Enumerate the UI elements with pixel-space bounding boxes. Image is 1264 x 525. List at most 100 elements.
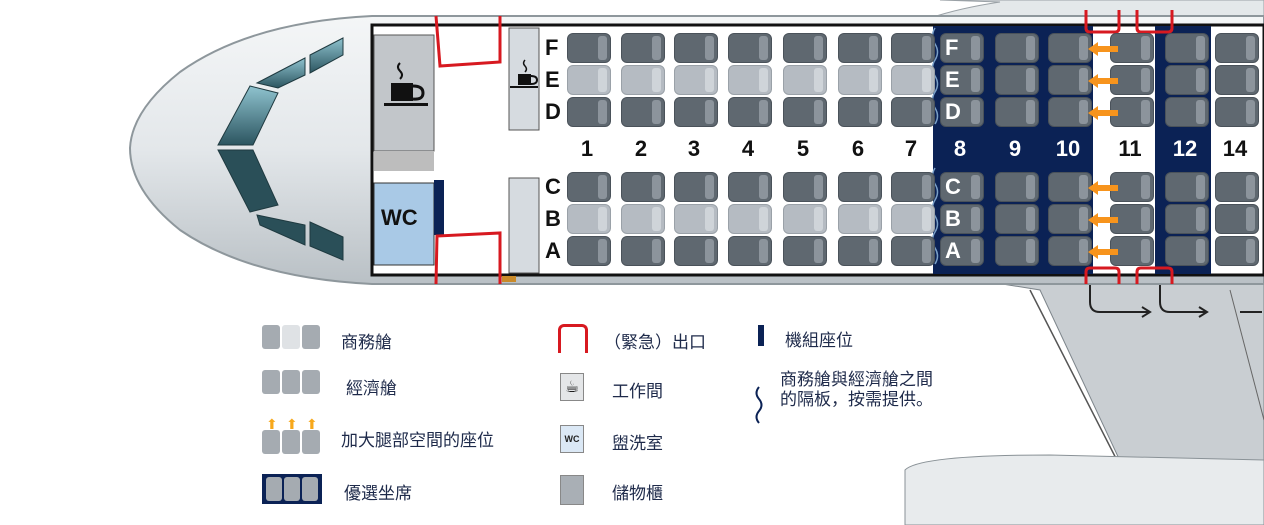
seat-7B[interactable] (891, 204, 935, 234)
row-label-1: 1 (580, 136, 594, 161)
seat-4E[interactable] (728, 65, 772, 95)
seat-10C[interactable] (1048, 172, 1092, 202)
seat-10E[interactable] (1048, 65, 1092, 95)
seat-2A[interactable] (621, 236, 665, 266)
seat-8C[interactable] (940, 172, 984, 202)
seat-letter-B-row8: B (945, 206, 961, 231)
extra-legroom-arrow-icon (1088, 41, 1118, 56)
seat-2C[interactable] (621, 172, 665, 202)
seat-4A[interactable] (728, 236, 772, 266)
seat-1C[interactable] (567, 172, 611, 202)
seat-11E[interactable] (1110, 65, 1154, 95)
seat-1D[interactable] (567, 97, 611, 127)
seat-2E[interactable] (621, 65, 665, 95)
seat-9C[interactable] (995, 172, 1039, 202)
seat-7D[interactable] (891, 97, 935, 127)
seat-10A[interactable] (1048, 236, 1092, 266)
seat-3F[interactable] (674, 33, 718, 63)
seat-12C[interactable] (1165, 172, 1209, 202)
seat-4C[interactable] (728, 172, 772, 202)
seat-letter-E-row8: E (945, 67, 960, 92)
seat-6E[interactable] (838, 65, 882, 95)
seat-6B[interactable] (838, 204, 882, 234)
seat-9F[interactable] (995, 33, 1039, 63)
seat-12F[interactable] (1165, 33, 1209, 63)
seat-letter-C: C (545, 174, 561, 199)
seat-5A[interactable] (783, 236, 827, 266)
extra-legroom-arrow-icon (1088, 73, 1118, 88)
seat-9E[interactable] (995, 65, 1039, 95)
seat-14F[interactable] (1215, 33, 1259, 63)
seat-14C[interactable] (1215, 172, 1259, 202)
extra-legroom-arrow-icon (1088, 212, 1118, 227)
seat-4B[interactable] (728, 204, 772, 234)
extra-legroom-arrow-icon (1088, 244, 1118, 259)
seat-letter-E: E (545, 67, 560, 92)
seat-3C[interactable] (674, 172, 718, 202)
seat-9A[interactable] (995, 236, 1039, 266)
seat-1E[interactable] (567, 65, 611, 95)
seat-2D[interactable] (621, 97, 665, 127)
seat-12A[interactable] (1165, 236, 1209, 266)
seat-letter-C-row8: C (945, 174, 961, 199)
legend-galley-icon: ☕ (560, 373, 584, 401)
seat-1F[interactable] (567, 33, 611, 63)
seat-5E[interactable] (783, 65, 827, 95)
seat-7E[interactable] (891, 65, 935, 95)
seat-5C[interactable] (783, 172, 827, 202)
legend-exit: （緊急）出口 (604, 333, 706, 353)
legend-crew-seat: 機組座位 (785, 331, 853, 351)
seat-6C[interactable] (838, 172, 882, 202)
seat-3D[interactable] (674, 97, 718, 127)
seat-9B[interactable] (995, 204, 1039, 234)
seat-8D[interactable] (940, 97, 984, 127)
seat-7C[interactable] (891, 172, 935, 202)
seat-6F[interactable] (838, 33, 882, 63)
extra-legroom-arrow-icon (1088, 180, 1118, 195)
seat-14D[interactable] (1215, 97, 1259, 127)
seat-4F[interactable] (728, 33, 772, 63)
seat-letter-A-row8: A (945, 238, 961, 263)
divider-icon (931, 27, 939, 125)
seat-1A[interactable] (567, 236, 611, 266)
seat-7F[interactable] (891, 33, 935, 63)
row-label-14: 14 (1222, 136, 1248, 161)
seat-6A[interactable] (838, 236, 882, 266)
seat-5D[interactable] (783, 97, 827, 127)
seat-9D[interactable] (995, 97, 1039, 127)
seat-12D[interactable] (1165, 97, 1209, 127)
legend-exit-icon (558, 324, 588, 353)
seat-12B[interactable] (1165, 204, 1209, 234)
seat-8B[interactable] (940, 204, 984, 234)
seat-14E[interactable] (1215, 65, 1259, 95)
seat-11D[interactable] (1110, 97, 1154, 127)
seat-8E[interactable] (940, 65, 984, 95)
seat-8F[interactable] (940, 33, 984, 63)
row-label-11: 11 (1118, 136, 1142, 161)
seat-14B[interactable] (1215, 204, 1259, 234)
legend-divider-line2: 的隔板，按需提供。 (780, 390, 933, 410)
row-label-12: 12 (1172, 136, 1198, 161)
seat-2F[interactable] (621, 33, 665, 63)
seat-6D[interactable] (838, 97, 882, 127)
seat-8A[interactable] (940, 236, 984, 266)
row-label-7: 7 (904, 136, 918, 161)
seat-5B[interactable] (783, 204, 827, 234)
row-label-8: 8 (953, 136, 967, 161)
seat-1B[interactable] (567, 204, 611, 234)
seat-7A[interactable] (891, 236, 935, 266)
legend-divider: 商務艙與經濟艙之間 的隔板，按需提供。 (780, 370, 933, 410)
seat-4D[interactable] (728, 97, 772, 127)
seat-5F[interactable] (783, 33, 827, 63)
seat-3E[interactable] (674, 65, 718, 95)
seat-14A[interactable] (1215, 236, 1259, 266)
seat-3B[interactable] (674, 204, 718, 234)
seat-letter-B: B (545, 206, 561, 231)
seat-10B[interactable] (1048, 204, 1092, 234)
seat-3A[interactable] (674, 236, 718, 266)
seat-12E[interactable] (1165, 65, 1209, 95)
seat-2B[interactable] (621, 204, 665, 234)
legend-crew-seat-icon (758, 325, 764, 346)
seat-10F[interactable] (1048, 33, 1092, 63)
seat-10D[interactable] (1048, 97, 1092, 127)
